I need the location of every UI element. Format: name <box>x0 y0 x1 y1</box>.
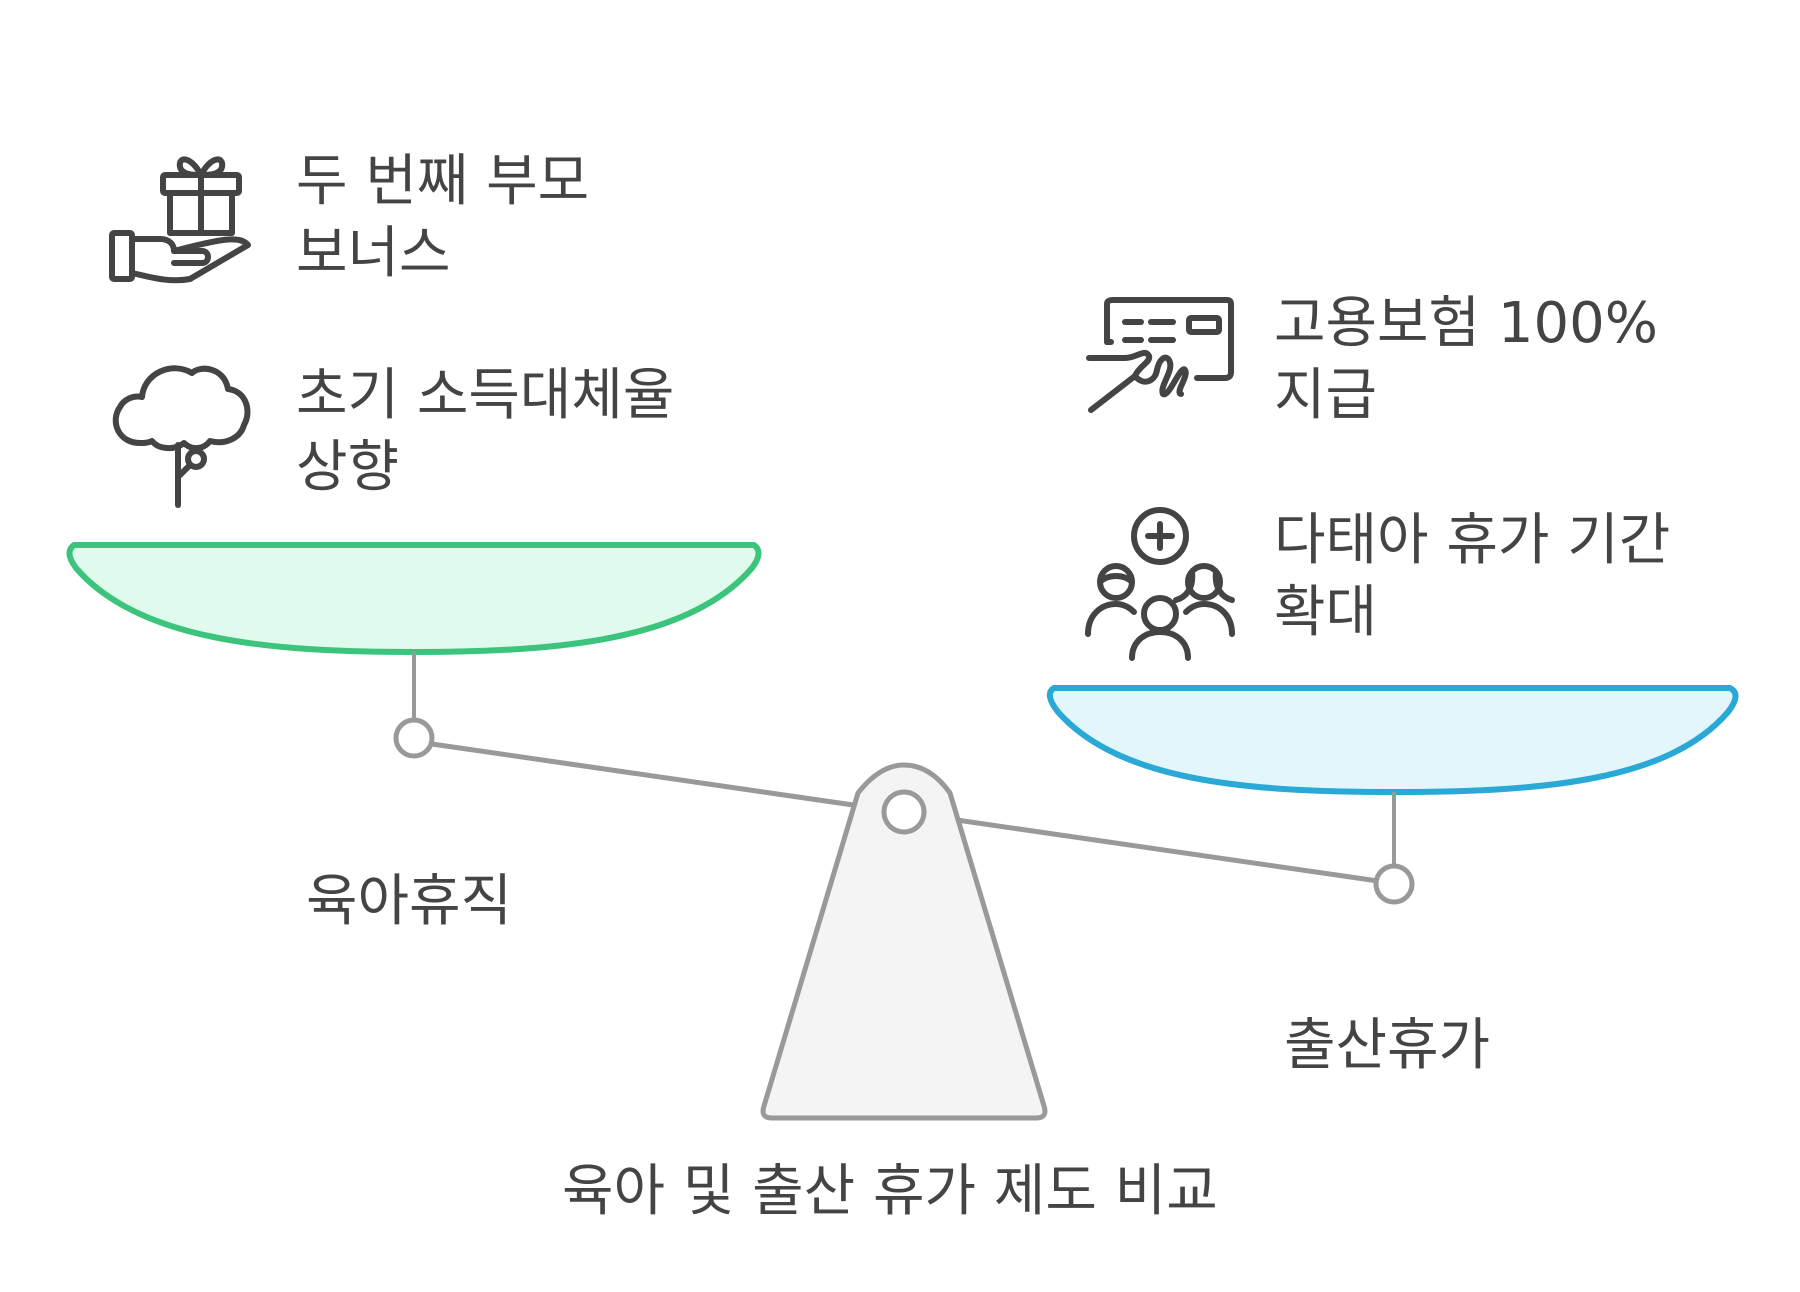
left-pan-label: 육아휴직 <box>306 869 513 934</box>
diagram-title: 육아 및 출산 휴가 제도 비교 <box>562 1159 1218 1224</box>
right-pan <box>1046 685 1739 795</box>
right-item-1-label: 고용보험 100% 지급 <box>1274 291 1658 428</box>
fulcrum-pivot <box>881 789 927 835</box>
right-item-2-label: 다태아 휴가 기간 확대 <box>1274 508 1671 645</box>
left-item-2-label: 초기 소득대체율 상향 <box>296 363 675 500</box>
right-pan-label: 출산휴가 <box>1284 1013 1491 1078</box>
left-item-1-label: 두 번째 부모 보너스 <box>296 149 590 286</box>
left-pan <box>66 542 762 655</box>
right-pivot-ring <box>1373 863 1415 905</box>
left-pivot-ring <box>393 717 435 759</box>
gift-in-hand-icon <box>100 135 260 295</box>
family-plus-icon <box>1084 500 1244 661</box>
scale-fulcrum <box>760 762 1048 1121</box>
tree-sprout-icon <box>100 355 260 515</box>
check-payment-icon <box>1085 290 1245 450</box>
